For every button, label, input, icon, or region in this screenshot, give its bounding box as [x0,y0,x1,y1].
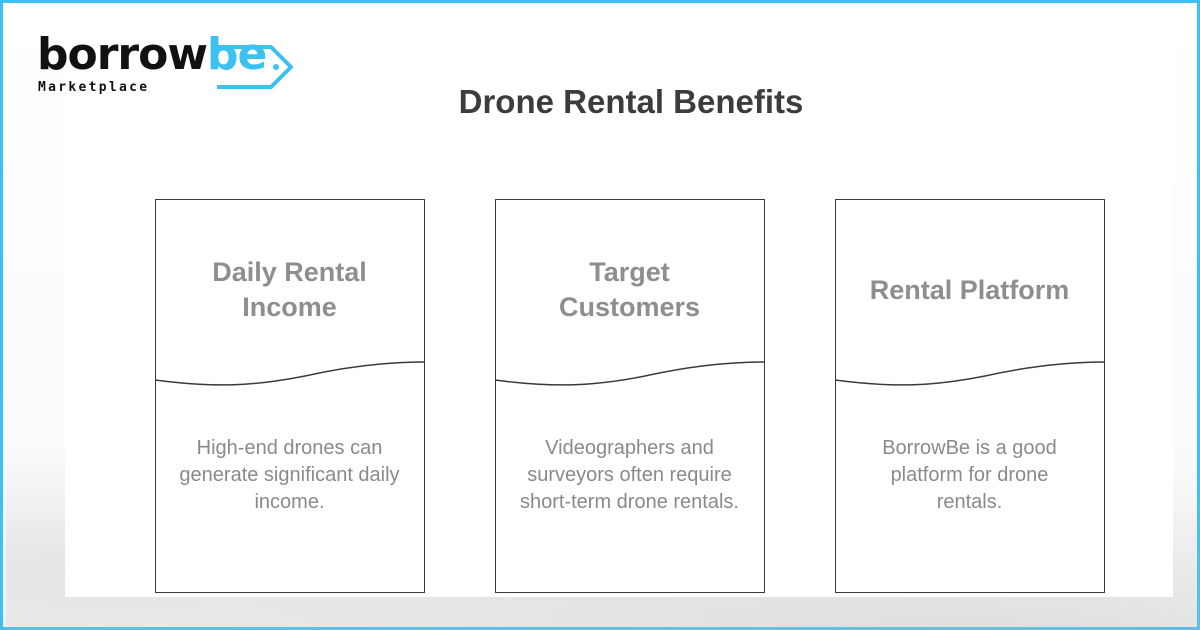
card-title: Target Customers [558,257,701,322]
logo-subtitle: Marketplace [38,80,150,95]
benefit-card-rental-platform: Rental Platform BorrowBe is a good platf… [834,199,1105,593]
card-title: Daily Rental Income [212,257,367,322]
card-body: Videographers and surveyors often requir… [520,436,739,513]
logo-word-main: borrow [37,29,208,80]
logo-word-accent: be [207,29,267,80]
card-title: Rental Platform [869,274,1070,305]
benefit-card-target-customers: Target Customers Videographers and surve… [494,199,765,593]
card-divider-wave [494,361,765,386]
card-divider-wave [834,361,1105,386]
logo-wordmark: borrowbe [37,29,267,80]
logo-tag-icon [217,45,293,89]
borrowbe-logo[interactable]: borrowbe Marketplace [35,31,293,95]
card-divider-wave [154,361,425,386]
page-title: Drone Rental Benefits [458,83,804,120]
card-body: High-end drones can generate significant… [179,436,400,513]
benefit-card-daily-rental-income: Daily Rental Income High-end drones can … [154,199,425,593]
card-body: BorrowBe is a good platform for drone re… [882,436,1057,513]
